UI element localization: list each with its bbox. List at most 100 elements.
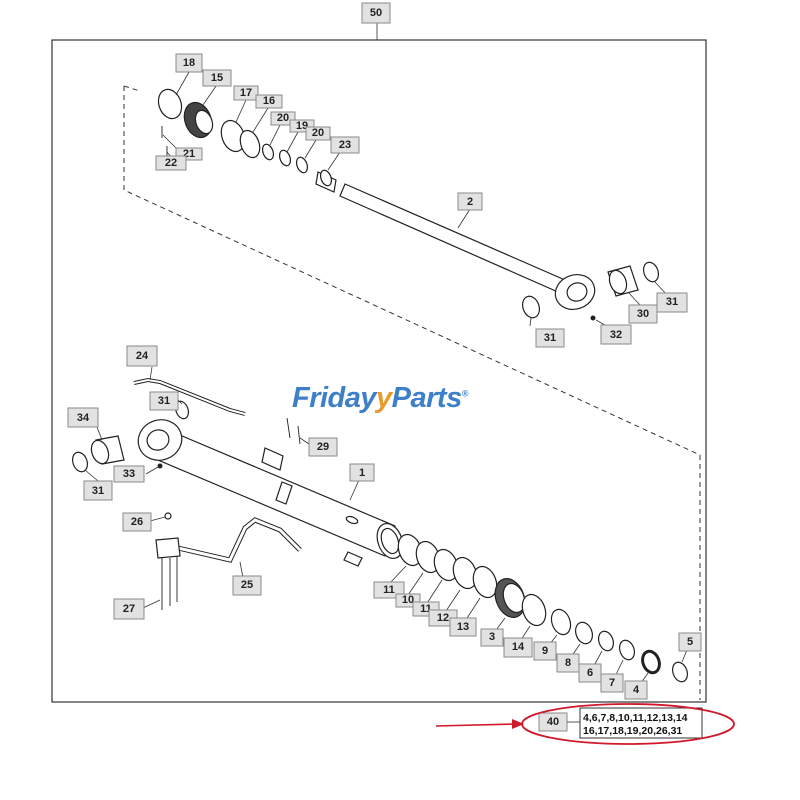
highlight-arrow-head: [512, 719, 524, 729]
barrel-bracket: [261, 447, 284, 471]
barrel-port: [345, 515, 359, 525]
svg-text:22: 22: [165, 157, 177, 169]
svg-text:9: 9: [542, 645, 548, 657]
bolt-29b: [297, 425, 301, 445]
callout-50: 50: [361, 2, 391, 24]
svg-text:20: 20: [277, 112, 289, 124]
ring-12: [452, 556, 478, 590]
svg-text:14: 14: [512, 641, 525, 653]
bushing-23-face: [319, 169, 333, 187]
leaders-upper: [162, 71, 669, 329]
watermark-text-3: Parts: [391, 382, 463, 414]
callout-9: 9: [533, 641, 557, 661]
barrel-assembly: [71, 377, 689, 683]
dashed-envelope-top: [123, 85, 141, 92]
plug-26: [164, 512, 172, 520]
callout-31d: 31: [83, 480, 113, 501]
svg-text:6: 6: [587, 667, 593, 679]
ring-31c: [174, 400, 190, 420]
kit-list-box: [579, 707, 703, 739]
callout-31b: 31: [656, 292, 688, 313]
bolt-29a: [286, 417, 291, 439]
ring-16: [239, 129, 261, 159]
callout-16: 16: [255, 94, 283, 109]
svg-text:5: 5: [687, 636, 693, 648]
svg-text:10: 10: [402, 594, 414, 606]
svg-text:23: 23: [339, 139, 351, 151]
svg-text:1: 1: [359, 467, 365, 479]
callout-31a: 31: [535, 328, 565, 348]
svg-text:50: 50: [370, 7, 382, 19]
callout-8: 8: [556, 653, 580, 673]
svg-text:12: 12: [437, 612, 449, 624]
base-eye-bore: [146, 429, 170, 451]
callout-5: 5: [678, 632, 702, 652]
svg-text:4: 4: [633, 684, 640, 696]
grease-fitting-32: [590, 315, 596, 321]
svg-text:3: 3: [489, 631, 495, 643]
svg-text:33: 33: [123, 468, 135, 480]
svg-text:11: 11: [420, 603, 432, 615]
ring-19: [278, 149, 292, 167]
svg-text:13: 13: [457, 621, 469, 633]
diagram-frame: [51, 39, 707, 703]
callout-17: 17: [233, 85, 259, 101]
ring-7: [618, 639, 636, 661]
svg-text:34: 34: [77, 412, 90, 424]
callout-30: 30: [628, 304, 658, 324]
callout-20a: 20: [270, 111, 296, 126]
bushing-30-face: [608, 269, 628, 295]
svg-text:29: 29: [317, 441, 329, 453]
svg-text:11: 11: [383, 584, 395, 596]
svg-text:30: 30: [637, 308, 649, 320]
svg-text:31: 31: [666, 296, 678, 308]
ring-20a: [261, 143, 275, 161]
callout-29: 29: [308, 437, 338, 457]
svg-text:27: 27: [123, 603, 135, 615]
svg-text:16: 16: [263, 95, 275, 107]
barrel-mouth-inner: [380, 527, 400, 555]
callout-1: 1: [349, 463, 375, 482]
highlight-arrow-shaft: [435, 723, 516, 727]
svg-text:15: 15: [211, 72, 223, 84]
ring-6: [597, 630, 615, 652]
callout-14: 14: [503, 637, 533, 658]
kit-list-line2: 16,17,18,19,20,26,31: [583, 725, 682, 737]
svg-text:19: 19: [296, 120, 308, 132]
svg-text:31: 31: [92, 485, 104, 497]
ring-9: [550, 608, 572, 636]
svg-text:18: 18: [183, 57, 195, 69]
callout-26: 26: [122, 512, 152, 532]
ring-20b: [295, 156, 309, 174]
ring-31a: [521, 295, 541, 319]
ring-13: [472, 565, 498, 599]
svg-text:26: 26: [131, 516, 143, 528]
callout-3: 3: [480, 628, 504, 647]
watermark-logo: FridayyParts®: [292, 382, 468, 415]
svg-text:20: 20: [312, 127, 324, 139]
callout-4: 4: [624, 680, 648, 700]
clamp-block: [155, 537, 181, 559]
rod-2: [339, 183, 566, 293]
watermark-text-2: y: [376, 382, 392, 414]
ring-5: [671, 661, 689, 683]
kit-40-callout: 40 4,6,7,8,10,11,12,13,14 16,17,18,19,20…: [538, 707, 703, 739]
callout-23: 23: [330, 136, 360, 154]
callout-15: 15: [202, 69, 232, 87]
watermark-text-1: Friday: [292, 382, 377, 414]
ring-31b: [642, 261, 660, 283]
callout-22: 22: [155, 155, 187, 171]
svg-text:31: 31: [158, 395, 170, 407]
callout-32: 32: [600, 324, 632, 345]
svg-text:17: 17: [240, 87, 252, 99]
callout-20b: 20: [305, 126, 331, 141]
callout-2: 2: [457, 192, 483, 211]
callout-27: 27: [113, 598, 145, 620]
svg-text:40: 40: [547, 716, 559, 728]
svg-text:7: 7: [609, 677, 615, 689]
seal-4: [641, 649, 661, 675]
piston-face: [194, 109, 214, 135]
barrel-1: [157, 429, 396, 557]
callout-31c: 31: [149, 391, 179, 411]
